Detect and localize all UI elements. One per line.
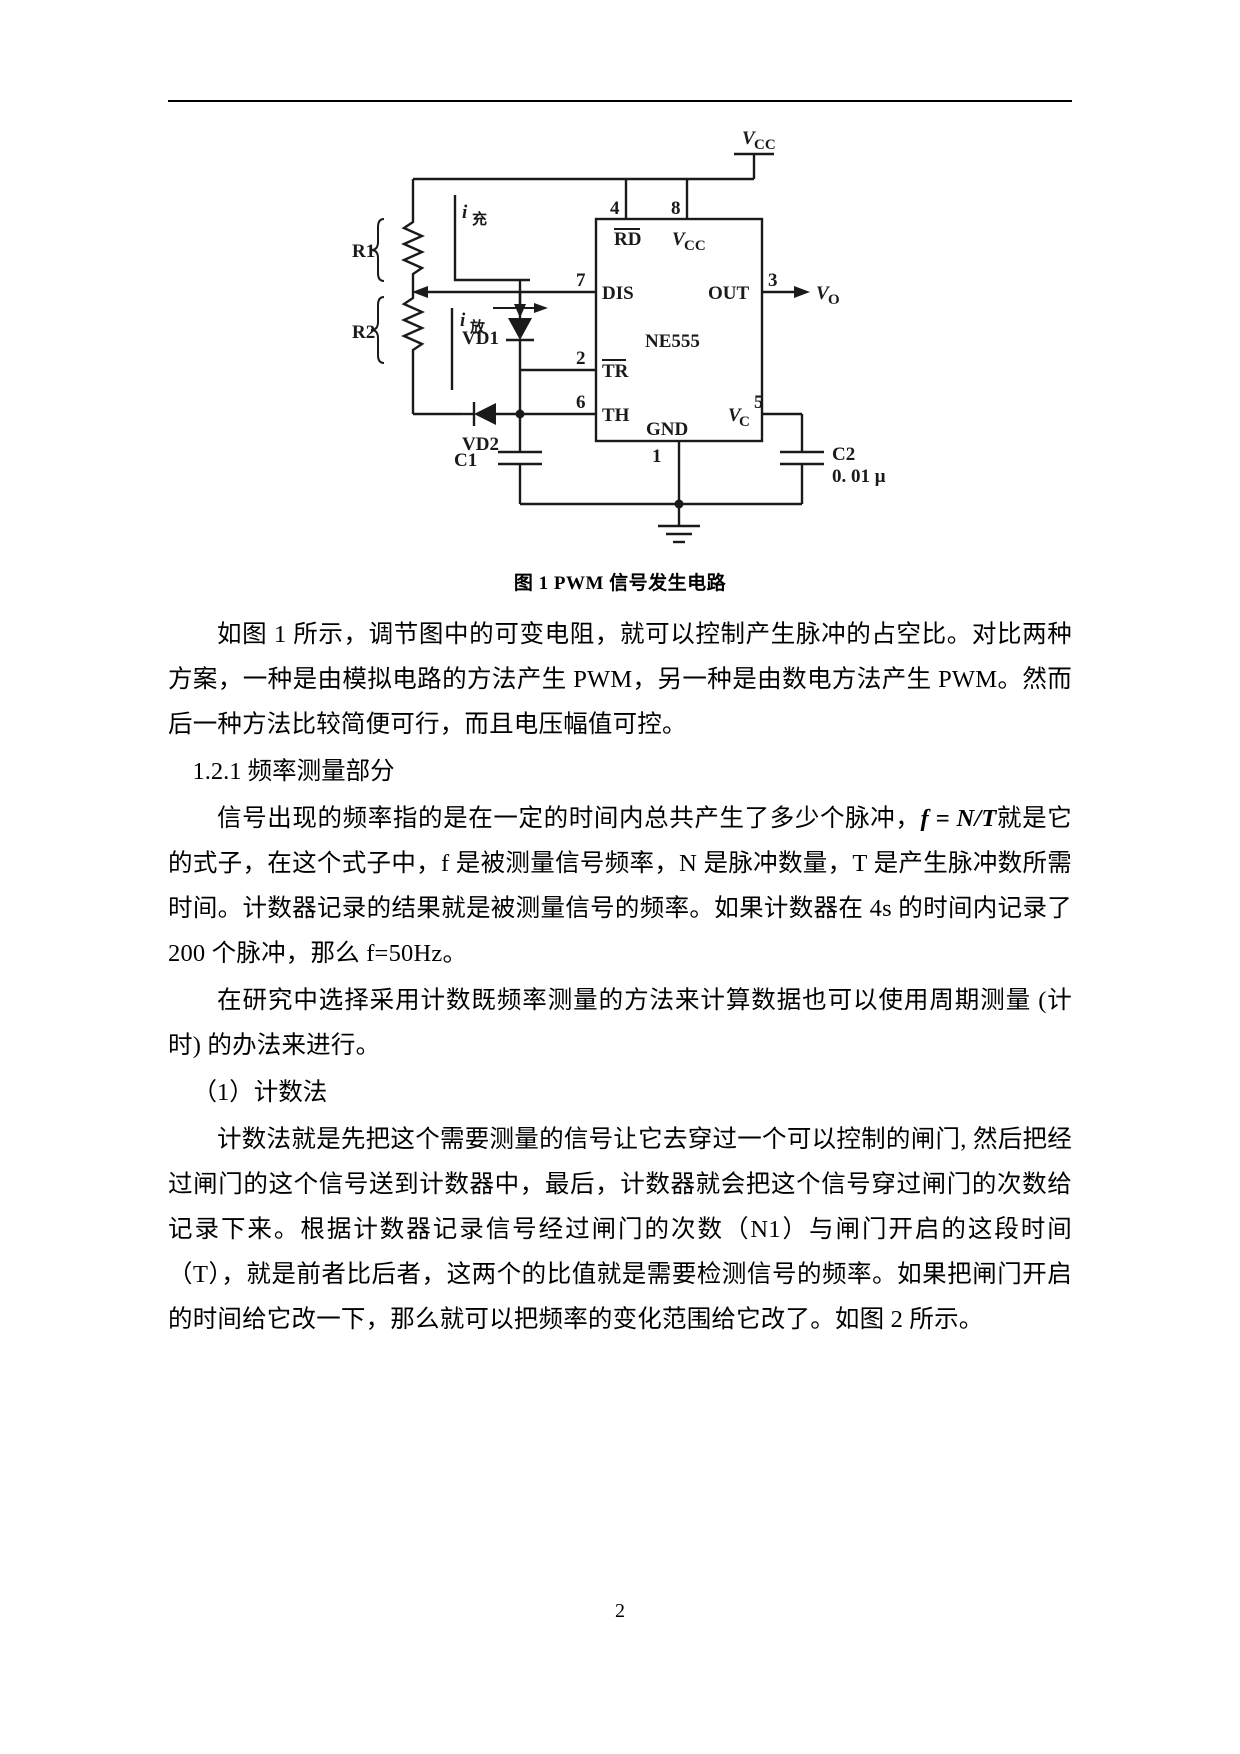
i-charge-sub: 充 xyxy=(472,210,487,228)
pin-label-tr: TR xyxy=(602,361,629,382)
resistor-r1 xyxy=(401,217,425,282)
paragraph-1: 如图 1 所示，调节图中的可变电阻，就可以控制产生脉冲的占空比。对比两种方案，一… xyxy=(168,621,1072,738)
paragraph-4: 计数法就是先把这个需要测量的信号让它去穿过一个可以控制的闸门, 然后把经过闸门的… xyxy=(168,1126,1072,1333)
vcc-top-label: V xyxy=(742,128,756,149)
figure-1-container: V CC R1 xyxy=(168,122,1072,595)
pin-label-vcc: V xyxy=(672,229,686,250)
pin-number-2: 2 xyxy=(576,348,586,369)
vcc-top-sub: CC xyxy=(754,137,776,153)
output-node: V O xyxy=(762,283,840,308)
discharge-direction-arrow xyxy=(493,303,548,313)
paragraph-2-before-formula: 信号出现的频率指的是在一定的时间内总共产生了多少个脉冲， xyxy=(217,805,921,832)
paragraph-2: 信号出现的频率指的是在一定的时间内总共产生了多少个脉冲，f = N/T就是它的式… xyxy=(168,796,1072,976)
i-discharge-sub: 放 xyxy=(469,318,486,336)
vo-label: V xyxy=(816,283,830,304)
pin-label-th: TH xyxy=(602,405,630,426)
section-heading-counting-method: （1）计数法 xyxy=(192,1079,328,1106)
paragraph-3: 在研究中选择采用计数既频率测量的方法来计算数据也可以使用周期测量 (计时) 的办… xyxy=(168,987,1072,1059)
pin-number-8: 8 xyxy=(671,198,681,219)
circuit-schematic-svg: V CC R1 xyxy=(352,128,886,544)
pin-number-6: 6 xyxy=(576,392,586,413)
c2-label: C2 xyxy=(832,444,855,465)
pin-number-5: 5 xyxy=(754,392,764,413)
vo-sub: O xyxy=(828,292,840,308)
pin-label-rd: RD xyxy=(614,229,641,250)
capacitor-c1: C1 xyxy=(454,414,542,504)
vd1-current-arrow xyxy=(514,280,526,318)
pin-label-vcc-sub: CC xyxy=(684,238,706,254)
ne555-chip-label: NE555 xyxy=(645,331,700,352)
i-discharge-symbol: i xyxy=(460,310,466,331)
diode-vd2: VD2 xyxy=(462,402,520,455)
i-charge-symbol: i xyxy=(462,202,468,223)
pin-number-7: 7 xyxy=(576,270,586,291)
diode-vd1: VD1 xyxy=(462,292,534,414)
r1-label: R1 xyxy=(352,241,375,262)
vd1-label: VD1 xyxy=(462,328,499,349)
frequency-formula: f = N/T xyxy=(920,805,997,832)
pin-number-4: 4 xyxy=(610,198,620,219)
page-number: 2 xyxy=(615,1600,625,1622)
pin-label-out: OUT xyxy=(708,283,750,304)
pin-label-vc: V xyxy=(728,405,742,426)
wiper-arrow xyxy=(412,286,530,298)
c2-value-label: 0. 01 μ xyxy=(832,466,886,487)
pin-label-gnd: GND xyxy=(646,419,688,440)
pin-number-3: 3 xyxy=(768,270,778,291)
header-divider-rule xyxy=(168,100,1072,102)
paragraph-2-after-formula: 就是它的式子，在这个式子中，f 是被测量信号频率，N 是脉冲数量，T 是产生脉冲… xyxy=(168,805,1072,967)
resistor-r2 xyxy=(401,282,425,358)
pin-number-1: 1 xyxy=(652,446,662,467)
vd2-label: VD2 xyxy=(462,434,499,455)
document-body: 如图 1 所示，调节图中的可变电阻，就可以控制产生脉冲的占空比。对比两种方案，一… xyxy=(168,612,1072,1344)
r2-brace: R2 xyxy=(352,296,385,364)
charge-current-arrow: i 充 xyxy=(453,195,530,282)
vcc-supply-node: V CC xyxy=(734,128,776,179)
capacitor-c2: C2 0. 01 μ xyxy=(780,444,886,504)
pin-label-dis: DIS xyxy=(602,283,634,304)
section-heading-1-2-1: 1.2.1 频率测量部分 xyxy=(192,758,395,785)
earth-ground-symbol xyxy=(658,504,700,544)
pin5-control-voltage xyxy=(762,412,804,452)
pin-label-vc-sub: C xyxy=(739,414,750,430)
r1-brace: R1 xyxy=(352,218,385,282)
pwm-circuit-diagram: V CC R1 xyxy=(350,122,890,562)
r2-label: R2 xyxy=(352,322,375,343)
c1-label: C1 xyxy=(454,450,477,471)
discharge-current-arrow: i 放 xyxy=(450,308,486,390)
figure-1-caption: 图 1 PWM 信号发生电路 xyxy=(513,573,727,594)
